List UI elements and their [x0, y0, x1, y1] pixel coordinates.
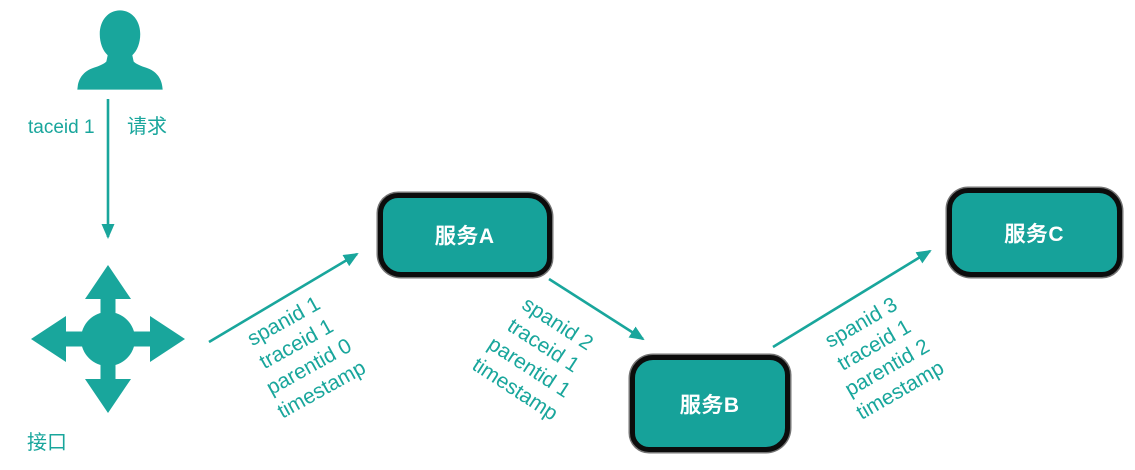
- interface-label: 接口: [27, 432, 67, 454]
- edge-labels-interface-to-a: spanid 1 traceid 1 parentid 0 timestamp: [235, 287, 370, 425]
- edge-labels-b-to-c: spanid 3 traceid 1 parentid 2 timestamp: [813, 288, 949, 426]
- user-icon: [77, 10, 163, 90]
- service-a-box: 服务A: [378, 193, 552, 277]
- service-b-label: 服务B: [679, 393, 741, 417]
- request-label: 请求: [127, 116, 167, 138]
- service-c-box: 服务C: [947, 188, 1122, 277]
- trace-id-label: taceid 1: [28, 117, 95, 138]
- edge-labels-a-to-b: spanid 2 traceid 1 parentid 1 timestamp: [467, 287, 605, 427]
- service-b-box: 服务B: [630, 355, 790, 452]
- interface-compass-icon: [31, 265, 185, 413]
- service-c-label: 服务C: [1004, 222, 1065, 246]
- service-a-label: 服务A: [434, 225, 496, 248]
